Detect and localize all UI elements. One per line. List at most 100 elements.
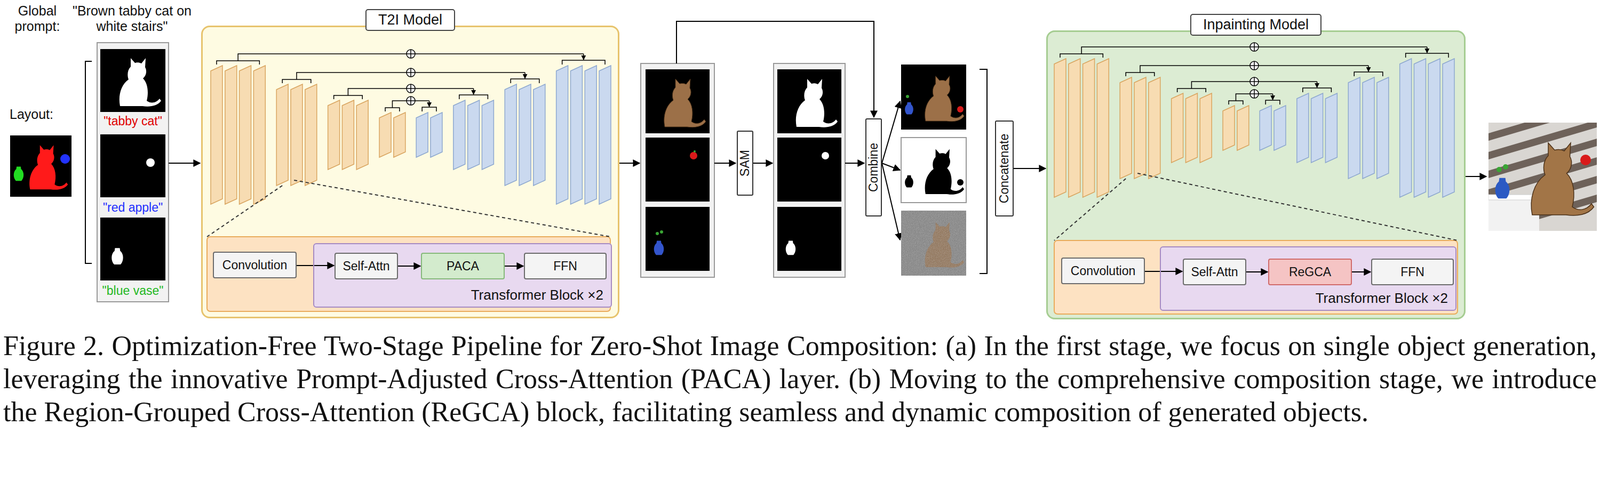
add-symbol: [1250, 89, 1259, 99]
object-image-column: [640, 63, 715, 278]
skip-connection: [524, 72, 526, 79]
process-box: FFN: [1371, 258, 1454, 286]
layer-slab: [481, 100, 494, 170]
add-symbol: [1250, 42, 1259, 52]
add-symbol: [1250, 61, 1259, 70]
mask-panel: [97, 42, 169, 302]
object-image-column: [645, 137, 710, 202]
combined-image: [901, 64, 967, 130]
skip-connection: [333, 88, 474, 100]
node-text: FFN: [1400, 265, 1425, 280]
layer-slab: [416, 112, 428, 158]
combined-image: [904, 102, 914, 115]
layer-slab: [533, 84, 546, 186]
layer-slab: [1171, 93, 1184, 163]
panel-fill: [1046, 30, 1466, 320]
layer-slab: [1119, 77, 1132, 179]
process-box: Combine: [865, 118, 882, 217]
object-image-column: [659, 230, 664, 234]
skip-connection: [1265, 100, 1280, 105]
skip-connection: [428, 100, 431, 107]
mask-label: "red apple": [97, 200, 169, 215]
zoom-line: [1137, 173, 1458, 241]
arrow-connector: [397, 265, 421, 267]
figure-caption: Figure 2. Optimization-Free Two-Stage Pi…: [3, 329, 1597, 429]
layer-slab: [393, 112, 406, 158]
mask-image-column: [777, 69, 842, 134]
add-symbol: [1250, 89, 1259, 99]
arrow-connector: [296, 265, 334, 267]
layer-slab: [1311, 93, 1324, 163]
mask-image-column: [773, 63, 846, 278]
flow-arrow: [714, 162, 736, 164]
process-box: Concatenate: [994, 120, 1014, 217]
layer-inset: [1054, 240, 1458, 315]
object-image-column: [645, 69, 710, 134]
bracket: [85, 61, 92, 264]
combined-mask: [901, 137, 967, 203]
layer-slab: [1083, 58, 1095, 198]
mask-image-column: [777, 207, 842, 272]
mask-panel: [97, 42, 169, 302]
layer-slab: [1296, 93, 1309, 163]
output-image: [1488, 122, 1597, 232]
layer-slab: [225, 65, 237, 205]
object-image-column: [654, 241, 665, 256]
node-text: Self-Attn: [1190, 265, 1238, 280]
skip-connection: [422, 107, 437, 112]
arrow-connector: [1351, 271, 1371, 273]
flow-arrow: [753, 162, 773, 164]
panel-fills: [201, 25, 1466, 320]
layer-slab: [341, 100, 354, 170]
object-image-column: [664, 78, 706, 128]
block-fill: [313, 243, 612, 308]
output-image: [1495, 178, 1510, 199]
output-image: [1496, 166, 1502, 173]
skip-connection: [216, 53, 584, 65]
combined-mask: [925, 149, 965, 195]
layout-image: [10, 135, 72, 197]
noisy-image: [901, 210, 967, 276]
mask-label: "tabby cat": [97, 114, 169, 129]
process-box: Self-Attn: [1182, 258, 1247, 286]
object-image-column: [640, 63, 715, 278]
bracket: [979, 69, 987, 274]
model-panel: T2I ModelConvolutionTransformer Block ×2…: [201, 25, 620, 319]
layer-slab: [519, 84, 531, 186]
prompt-label: Global prompt:: [8, 3, 67, 35]
add-symbol: [406, 68, 416, 77]
layer-slab: [1237, 105, 1249, 151]
layer-slab: [570, 65, 583, 205]
mask-image-column: [785, 241, 796, 256]
arrow-connector: [1246, 271, 1268, 273]
flow-arrow: [845, 162, 865, 164]
arrow-connector: [1144, 271, 1183, 273]
node-text: PACA: [446, 259, 480, 274]
process-box: Self-Attn: [334, 252, 398, 280]
add-symbol: [406, 96, 416, 106]
add-symbol: [406, 96, 416, 106]
add-symbol: [406, 49, 416, 59]
combined-image: [957, 106, 964, 113]
skip-connection: [1177, 81, 1318, 93]
flow-arrow: [881, 101, 901, 164]
layout-image: [13, 166, 25, 182]
output-image: [1531, 142, 1594, 216]
add-symbol: [406, 49, 416, 59]
skip-connection: [1125, 65, 1369, 77]
combined-image: [905, 94, 910, 99]
layer-slab: [1413, 58, 1426, 198]
layer-slab: [504, 84, 517, 186]
zoom-line: [1054, 178, 1126, 241]
mask-label: "blue vase": [97, 283, 169, 298]
layer-slab: [1442, 58, 1455, 198]
mask-panel: [100, 49, 166, 113]
mask-image-column: [773, 63, 846, 278]
layer-slab: [584, 65, 597, 205]
flow-arrow: [881, 163, 901, 171]
layer-slab: [276, 84, 289, 186]
add-symbol: [1250, 42, 1259, 52]
layer-slab: [1428, 58, 1440, 198]
mask-panel: [119, 58, 162, 107]
